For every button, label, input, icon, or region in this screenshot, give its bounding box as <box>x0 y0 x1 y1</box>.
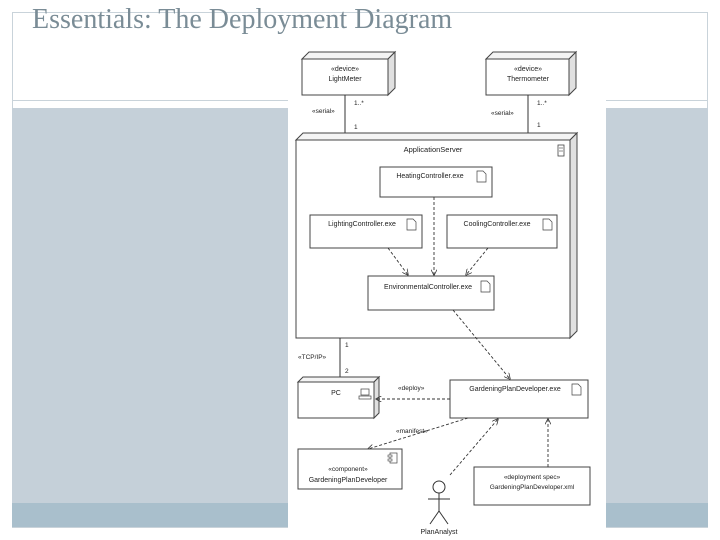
deployment-spec-artifact[interactable]: «deployment spec» GardeningPlanDeveloper… <box>473 466 591 506</box>
plan-analyst-name: PlanAnalyst <box>421 529 458 536</box>
environmental-controller-label: EnvironmentalController.exe <box>384 284 472 291</box>
light-meter-node[interactable]: «device» LightMeter <box>300 50 397 97</box>
serial-label-left: «serial» <box>312 108 335 115</box>
computer-icon <box>358 388 372 400</box>
component-icon <box>387 452 398 464</box>
lighting-controller-label: LightingController.exe <box>328 221 396 228</box>
server-icon <box>557 144 565 157</box>
serial-label-right: «serial» <box>491 110 514 117</box>
deployment-spec-name: GardeningPlanDeveloper.xml <box>490 484 575 491</box>
tcpip-label: «TCP/IP» <box>298 354 327 361</box>
thermometer-name: Thermometer <box>507 76 550 83</box>
plan-analyst-actor[interactable]: PlanAnalyst <box>421 480 458 536</box>
document-icon <box>406 218 417 231</box>
light-meter-stereotype: «device» <box>331 66 359 73</box>
light-meter-name: LightMeter <box>328 76 362 83</box>
deploy-label: «deploy» <box>398 385 425 392</box>
deployment-diagram: «device» LightMeter «device» Thermometer… <box>288 43 606 540</box>
document-icon <box>476 170 487 183</box>
slide-title: Essentials: The Deployment Diagram <box>32 4 453 35</box>
dependency-lighting-environmental <box>387 247 408 275</box>
pc-name: PC <box>331 390 341 397</box>
dependency-cooling-environmental <box>466 247 489 275</box>
mult-th-bottom: 1 <box>537 122 541 129</box>
gardening-plan-component[interactable]: «component» GardeningPlanDeveloper <box>297 448 403 490</box>
component-stereotype: «component» <box>328 466 368 473</box>
gardening-plan-exe-artifact[interactable]: GardeningPlanDeveloper.exe <box>449 379 589 419</box>
heating-controller-artifact[interactable]: HeatingController.exe <box>379 166 493 198</box>
mult-th-top: 1..* <box>537 100 547 107</box>
actor-dependency <box>449 419 498 476</box>
gardening-plan-exe-label: GardeningPlanDeveloper.exe <box>469 386 561 393</box>
manifest-label: «manifest» <box>396 428 428 435</box>
heating-controller-label: HeatingController.exe <box>396 173 463 180</box>
component-name: GardeningPlanDeveloper <box>309 477 388 484</box>
manifest-dependency <box>368 417 469 449</box>
cooling-controller-label: CoolingController.exe <box>464 221 531 228</box>
pc-node[interactable]: PC <box>296 375 381 420</box>
cooling-controller-artifact[interactable]: CoolingController.exe <box>446 214 558 249</box>
mult-lm-bottom: 1 <box>354 124 358 131</box>
deployment-spec-stereotype: «deployment spec» <box>504 474 561 481</box>
document-icon <box>571 383 582 396</box>
document-icon <box>542 218 553 231</box>
mult-lm-top: 1..* <box>354 100 364 107</box>
thermometer-stereotype: «device» <box>514 66 542 73</box>
application-server-name: ApplicationServer <box>404 145 463 154</box>
document-icon <box>480 280 491 293</box>
mult-pc-top: 1 <box>345 342 349 349</box>
thermometer-node[interactable]: «device» Thermometer <box>484 50 578 97</box>
mult-pc-bottom: 2 <box>345 368 349 375</box>
environmental-controller-artifact[interactable]: EnvironmentalController.exe <box>367 275 495 311</box>
lighting-controller-artifact[interactable]: LightingController.exe <box>309 214 423 249</box>
